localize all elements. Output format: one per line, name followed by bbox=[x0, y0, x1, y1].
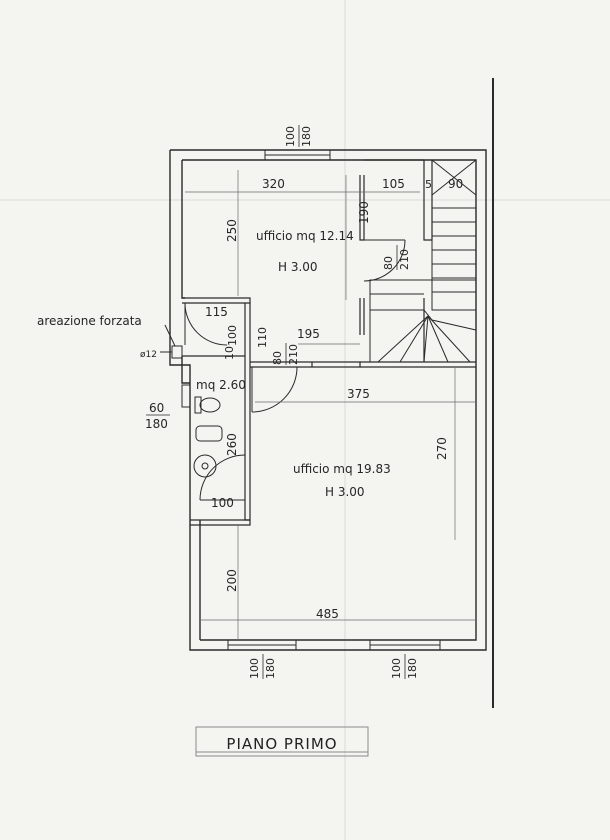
staircase bbox=[369, 159, 477, 363]
dim-485: 485 bbox=[316, 607, 339, 621]
room-height-office-upper: H 3.00 bbox=[278, 260, 318, 274]
drawing-title: PIANO PRIMO bbox=[226, 735, 337, 753]
dim-200: 200 bbox=[225, 569, 239, 592]
title-frame bbox=[195, 726, 369, 757]
toilet-icon bbox=[199, 397, 221, 413]
bidet-icon bbox=[195, 425, 223, 442]
dim-260: 260 bbox=[225, 433, 239, 456]
bath-window-height: 180 bbox=[145, 417, 168, 431]
bottom-left-window-height: 180 bbox=[264, 658, 277, 679]
ventilation-pipe-icon bbox=[160, 324, 183, 359]
mid-door-height: 210 bbox=[287, 344, 300, 365]
sink-icon bbox=[193, 454, 217, 478]
bottom-right-window-width: 100 bbox=[390, 658, 403, 679]
dim-250: 250 bbox=[225, 219, 239, 242]
dim-270: 270 bbox=[435, 437, 449, 460]
top-window-width: 100 bbox=[284, 126, 297, 147]
dim-110: 110 bbox=[256, 327, 269, 348]
dim-115: 115 bbox=[205, 305, 228, 319]
dim-375: 375 bbox=[347, 387, 370, 401]
dim-5: 5 bbox=[425, 178, 432, 191]
dim-105: 105 bbox=[382, 177, 405, 191]
room-height-office-lower: H 3.00 bbox=[325, 485, 365, 499]
doors bbox=[184, 239, 406, 501]
room-name-office-lower: ufficio mq 19.83 bbox=[293, 462, 391, 476]
room-name-office-upper: ufficio mq 12.14 bbox=[256, 229, 354, 243]
mid-door-width: 80 bbox=[271, 351, 284, 365]
bath-door-width: 100 bbox=[226, 325, 239, 346]
dim-320: 320 bbox=[262, 177, 285, 191]
dimension-lines bbox=[185, 170, 476, 640]
ventilation-note: areazione forzata bbox=[37, 314, 142, 328]
bath-window-width: 60 bbox=[149, 401, 164, 415]
dim-10: 10 bbox=[223, 346, 236, 360]
dim-190: 190 bbox=[357, 201, 371, 224]
top-window-height: 180 bbox=[300, 126, 313, 147]
upper-door-height: 210 bbox=[398, 249, 411, 270]
pipe-diameter-label: ø12 bbox=[140, 350, 157, 360]
dim-90: 90 bbox=[448, 177, 463, 191]
dim-100-bath: 100 bbox=[211, 496, 234, 510]
bottom-right-window-height: 180 bbox=[406, 658, 419, 679]
sanitary-fixtures bbox=[193, 396, 223, 478]
bottom-left-window-width: 100 bbox=[248, 658, 261, 679]
dim-195: 195 bbox=[297, 327, 320, 341]
room-name-bathroom: mq 2.60 bbox=[196, 378, 246, 392]
window-bathroom bbox=[181, 384, 191, 408]
windows bbox=[181, 149, 441, 651]
upper-door-width: 80 bbox=[382, 256, 395, 270]
